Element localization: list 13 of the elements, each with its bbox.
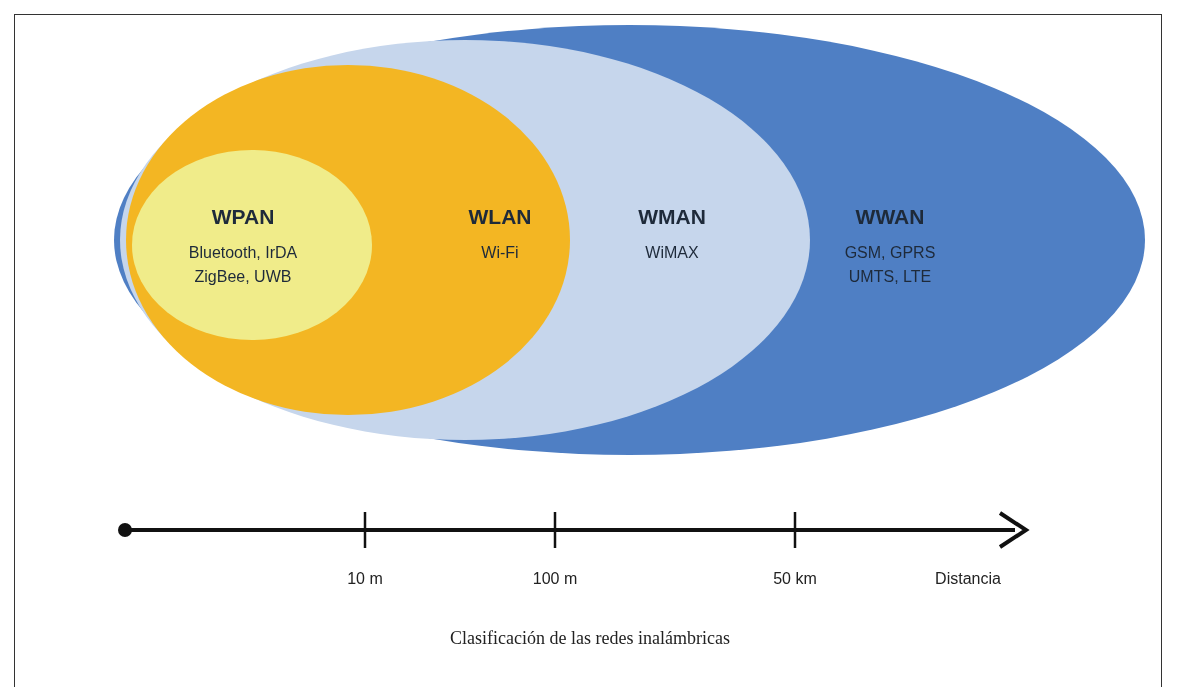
caption: Clasificación de las redes inalámbricas: [450, 628, 730, 649]
tick-label: 50 km: [773, 570, 817, 588]
region-title: WMAN: [638, 205, 706, 229]
technology-list: Wi-Fi: [445, 241, 555, 265]
region-title: WLAN: [468, 205, 532, 229]
technology-list: GSM, GPRS UMTS, LTE: [835, 241, 945, 289]
tick-label: 100 m: [532, 570, 578, 588]
tick-label: 10 m: [347, 570, 383, 588]
region-title: WWAN: [855, 205, 925, 229]
technology-list: Bluetooth, IrDA ZigBee, UWB: [168, 241, 318, 289]
technology-list: WiMAX: [617, 241, 727, 265]
axis-label: Distancia: [935, 570, 1001, 588]
region-title: WPAN: [211, 205, 275, 229]
